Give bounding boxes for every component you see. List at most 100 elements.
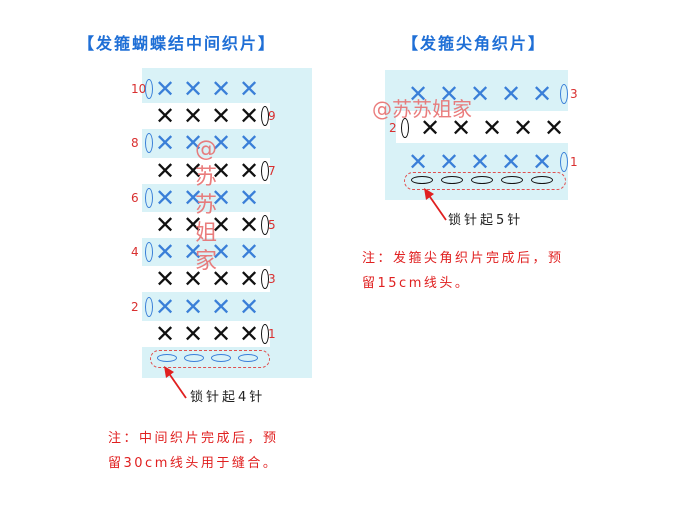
single-crochet-x: ✕ xyxy=(408,80,429,108)
watermark-vertical: @苏苏姐家 xyxy=(193,136,219,276)
single-crochet-x: ✕ xyxy=(155,238,176,267)
turning-chain-ring xyxy=(145,187,153,208)
left-note: 注：中间织片完成后，预 留30cm线头用于缝合。 xyxy=(108,426,279,476)
single-crochet-x: ✕ xyxy=(239,102,260,131)
single-crochet-x: ✕ xyxy=(211,265,232,294)
row-number: 3 xyxy=(570,87,578,101)
foundation-chain-oval xyxy=(411,176,433,184)
turning-chain-ring xyxy=(261,269,269,290)
left-note-line2: 留30cm线头用于缝合。 xyxy=(108,456,279,471)
row-number: 1 xyxy=(268,326,276,341)
row-number: 8 xyxy=(131,136,139,151)
right-note: 注：发箍尖角织片完成后，预 留15cm线头。 xyxy=(362,246,564,296)
turning-chain-ring xyxy=(560,84,568,104)
right-caption: 锁针起5针 xyxy=(448,213,524,228)
single-crochet-x: ✕ xyxy=(239,319,260,348)
row-band xyxy=(142,157,270,184)
right-note-line1: 注：发箍尖角织片完成后，预 xyxy=(362,251,564,266)
single-crochet-x: ✕ xyxy=(211,211,232,239)
single-crochet-x: ✕ xyxy=(239,238,260,267)
row-band xyxy=(142,320,270,347)
watermark-char: @ xyxy=(195,137,217,162)
single-crochet-x: ✕ xyxy=(155,156,176,185)
row-number: 7 xyxy=(268,163,276,178)
row-number: 9 xyxy=(268,109,276,124)
single-crochet-x: ✕ xyxy=(155,102,176,131)
right-diagram-title: 【发箍尖角织片】 xyxy=(402,34,547,53)
turning-chain-ring xyxy=(145,79,153,99)
watermark-char: 苏 xyxy=(194,165,217,190)
row-band xyxy=(142,103,270,130)
single-crochet-x: ✕ xyxy=(183,211,204,239)
foundation-chain-oval xyxy=(501,176,523,184)
single-crochet-x: ✕ xyxy=(239,129,260,158)
row-number: 2 xyxy=(131,299,139,314)
row-number: 2 xyxy=(389,121,397,135)
single-crochet-x: ✕ xyxy=(470,80,491,108)
single-crochet-x: ✕ xyxy=(532,80,553,108)
single-crochet-x: ✕ xyxy=(183,102,204,131)
single-crochet-x: ✕ xyxy=(183,75,204,103)
single-crochet-x: ✕ xyxy=(482,114,503,142)
single-crochet-x: ✕ xyxy=(211,238,232,267)
row-number: 1 xyxy=(570,155,578,169)
turning-chain-ring xyxy=(145,296,153,317)
left-arrow-icon xyxy=(164,366,187,399)
turning-chain-ring xyxy=(401,118,409,138)
turning-chain-ring xyxy=(261,106,269,127)
single-crochet-x: ✕ xyxy=(211,183,232,212)
single-crochet-x: ✕ xyxy=(211,156,232,185)
single-crochet-x: ✕ xyxy=(211,292,232,321)
row-number: 6 xyxy=(131,190,139,205)
foundation-chain-oval xyxy=(441,176,463,184)
right-note-line2: 留15cm线头。 xyxy=(362,276,471,291)
single-crochet-x: ✕ xyxy=(532,148,553,176)
single-crochet-x: ✕ xyxy=(183,238,204,267)
turning-chain-ring xyxy=(261,215,269,235)
single-crochet-x: ✕ xyxy=(183,156,204,185)
single-crochet-x: ✕ xyxy=(211,319,232,348)
single-crochet-x: ✕ xyxy=(183,319,204,348)
watermark-char: 家 xyxy=(194,249,217,274)
left-note-line1: 注：中间织片完成后，预 xyxy=(108,431,279,446)
single-crochet-x: ✕ xyxy=(408,148,429,176)
single-crochet-x: ✕ xyxy=(439,80,460,108)
foundation-chain-oval xyxy=(471,176,493,184)
single-crochet-x: ✕ xyxy=(155,75,176,103)
single-crochet-x: ✕ xyxy=(239,156,260,185)
row-number: 5 xyxy=(268,218,276,232)
single-crochet-x: ✕ xyxy=(211,102,232,131)
turning-chain-ring xyxy=(145,242,153,263)
single-crochet-x: ✕ xyxy=(239,183,260,212)
single-crochet-x: ✕ xyxy=(420,114,441,142)
left-diagram-title: 【发箍蝴蝶结中间织片】 xyxy=(78,34,277,53)
single-crochet-x: ✕ xyxy=(211,129,232,158)
foundation-chain-oval xyxy=(211,354,231,362)
row-band xyxy=(396,111,568,143)
foundation-chain-outline xyxy=(404,172,566,190)
turning-chain-ring xyxy=(261,323,269,344)
watermark-char: 姐 xyxy=(194,221,217,246)
foundation-chain-oval xyxy=(531,176,553,184)
single-crochet-x: ✕ xyxy=(239,265,260,294)
foundation-chain-oval xyxy=(238,354,258,362)
single-crochet-x: ✕ xyxy=(439,148,460,176)
turning-chain-ring xyxy=(261,160,269,181)
foundation-chain-outline xyxy=(150,350,270,368)
row-band xyxy=(142,212,270,238)
left-caption: 锁针起4针 xyxy=(190,390,266,405)
single-crochet-x: ✕ xyxy=(239,75,260,103)
watermark-char: 苏 xyxy=(194,193,217,218)
watermark-horizontal: @苏苏姐家 xyxy=(372,97,472,121)
single-crochet-x: ✕ xyxy=(451,114,472,142)
single-crochet-x: ✕ xyxy=(183,265,204,294)
single-crochet-x: ✕ xyxy=(155,211,176,239)
single-crochet-x: ✕ xyxy=(155,129,176,158)
single-crochet-x: ✕ xyxy=(183,292,204,321)
row-number: 10 xyxy=(131,82,147,96)
single-crochet-x: ✕ xyxy=(501,148,522,176)
single-crochet-x: ✕ xyxy=(183,129,204,158)
turning-chain-ring xyxy=(560,152,568,172)
single-crochet-x: ✕ xyxy=(513,114,534,142)
right-arrow-icon xyxy=(424,188,447,221)
